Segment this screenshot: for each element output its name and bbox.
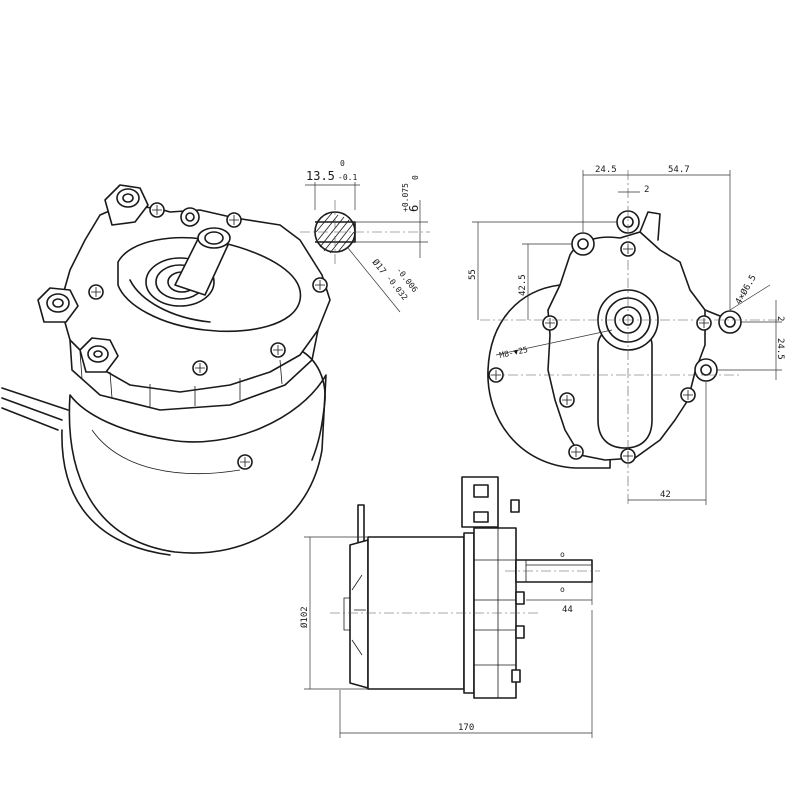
end-cap-detail [351, 574, 366, 656]
screw-icon [696, 315, 712, 331]
dim-bottom: 42 [660, 490, 671, 500]
dim-right-lower: 24.5 [775, 338, 785, 360]
isometric-motor-view [1, 184, 331, 556]
dim-height: 55 [468, 269, 478, 280]
screw-icon [180, 207, 200, 227]
shaft-end [197, 227, 231, 249]
width-tol-upper: 0 [340, 159, 345, 168]
cable-line [1, 397, 63, 421]
screw-slot [240, 457, 250, 467]
thickness-tol-lower: 0 [411, 175, 420, 180]
screw-icon [568, 444, 584, 460]
screw-icon [542, 315, 558, 331]
svg-text:o: o [560, 585, 565, 594]
cover-inner [129, 279, 211, 323]
front-view: 24.5 54.7 2 55 42.5 M8-▼25 4×Ø6.5 2 24.5… [468, 165, 785, 505]
svg-text:o: o [560, 550, 565, 559]
side-view: o o Ø102 44 170 [299, 476, 600, 738]
output-shaft [174, 234, 229, 296]
screw-icon [511, 669, 521, 683]
dim-right: 54.7 [668, 165, 690, 175]
wire-exit [639, 211, 661, 241]
mount-hole [718, 310, 742, 334]
motor-can [68, 374, 327, 554]
connector-pin [473, 511, 489, 523]
screw-icon [515, 625, 525, 639]
motor-can-edge [61, 429, 171, 556]
dim-height-inner: 42.5 [518, 274, 528, 296]
mounting-ear [79, 337, 119, 373]
gearbox-side [69, 329, 319, 411]
width-label: 13.5 [306, 169, 335, 183]
screw-icon [192, 360, 208, 376]
width-tol-lower: -0.1 [338, 173, 357, 182]
screw-icon [680, 387, 696, 403]
dim-shaft: 44 [562, 605, 573, 615]
dim-length: 170 [458, 723, 474, 733]
diameter-label: Ø17 [370, 257, 389, 277]
mounting-ear [37, 287, 79, 323]
dim-offset-top: 2 [644, 185, 649, 195]
end-boss [343, 597, 351, 631]
cable-line [1, 407, 59, 431]
gearbox-ribs [79, 351, 283, 408]
screw-icon [559, 392, 575, 408]
dim-offset-right: 2 [775, 316, 785, 321]
dim-diameter: Ø102 [299, 606, 310, 628]
thickness-label: 6 [407, 205, 421, 212]
dim-holes: 4×Ø6.5 [733, 273, 759, 307]
mount-hole [694, 358, 718, 382]
screw-icon [515, 591, 525, 605]
shaft-end-inner [204, 231, 224, 245]
mounting-ear [104, 184, 149, 226]
cable-line [1, 387, 69, 411]
motor-end-cap [349, 539, 369, 689]
screw-icon [149, 202, 165, 218]
thickness-tol-upper: +0.075 [401, 183, 410, 212]
motor-can-band [91, 429, 241, 474]
connector-pin [473, 484, 489, 498]
screw-icon [510, 499, 520, 513]
dim-left: 24.5 [595, 165, 617, 175]
screw-icon [270, 342, 286, 358]
screw-icon [88, 284, 104, 300]
screw-icon [312, 277, 328, 293]
mount-hole [571, 232, 595, 256]
motor-can-rim [299, 349, 326, 461]
screw-icon [226, 212, 242, 228]
